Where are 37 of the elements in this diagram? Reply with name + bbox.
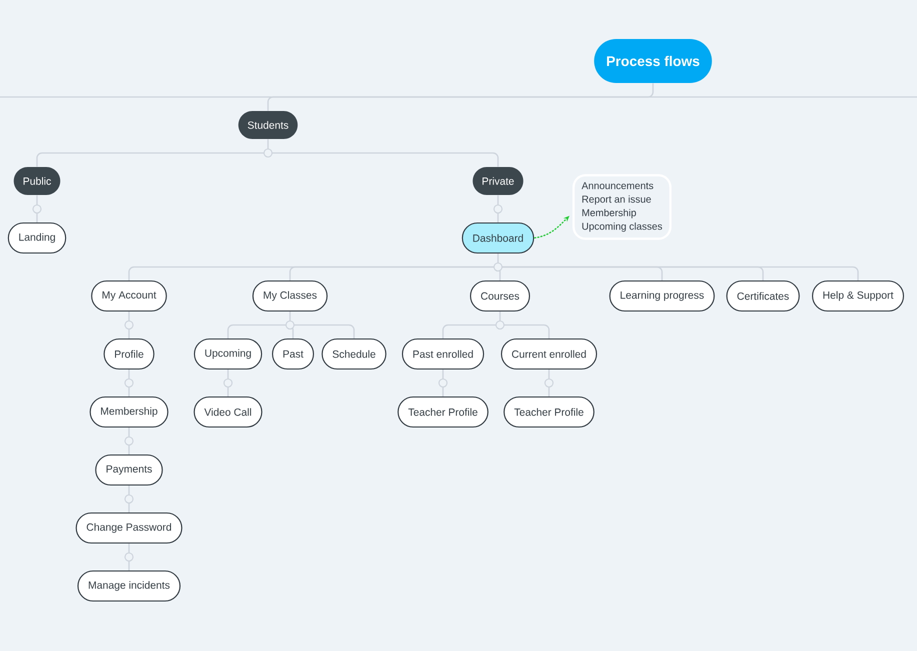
connector-line	[442, 312, 550, 338]
subtopic-pill: Certificates	[726, 280, 800, 312]
connector-line	[36, 139, 499, 167]
connector-line	[128, 254, 859, 280]
connector-line	[497, 195, 499, 222]
topic-pill: Students	[238, 111, 298, 139]
note-box: Announcements Report an issue Membership Upcoming classes	[572, 174, 672, 240]
connector-line	[128, 370, 130, 396]
connector-line	[267, 83, 654, 111]
connector-line	[128, 486, 130, 512]
highlighted-pill: Dashboard	[462, 222, 534, 254]
connector-line	[128, 544, 130, 570]
connector-line	[227, 312, 355, 338]
connector-line	[548, 370, 550, 396]
connector-line	[227, 370, 229, 396]
subtopic-pill: My Classes	[252, 280, 328, 312]
subtopic-pill: Payments	[95, 454, 163, 486]
subtopic-pill: Learning progress	[609, 280, 715, 312]
connector-line	[36, 195, 38, 222]
subtopic-pill: Schedule	[322, 338, 386, 370]
subtopic-pill: Change Password	[76, 512, 182, 544]
subtopic-pill: Current enrolled	[500, 338, 598, 370]
subtopic-pill: Video Call	[194, 396, 262, 428]
subtopic-pill: Help & Support	[812, 280, 904, 312]
topic-pill: Public	[14, 167, 60, 195]
connector-line	[442, 370, 444, 396]
subtopic-pill: Membership	[90, 396, 168, 428]
subtopic-pill: Courses	[470, 280, 530, 312]
subtopic-pill: My Account	[91, 280, 167, 312]
subtopic-pill: Past enrolled	[402, 338, 484, 370]
subtopic-pill: Manage incidents	[77, 570, 181, 602]
connector-line	[128, 312, 130, 338]
subtopic-pill: Teacher Profile	[504, 396, 594, 428]
subtopic-pill: Teacher Profile	[398, 396, 488, 428]
subtopic-pill: Upcoming	[194, 338, 262, 370]
connector-line	[128, 428, 130, 454]
topic-pill: Private	[472, 167, 524, 195]
